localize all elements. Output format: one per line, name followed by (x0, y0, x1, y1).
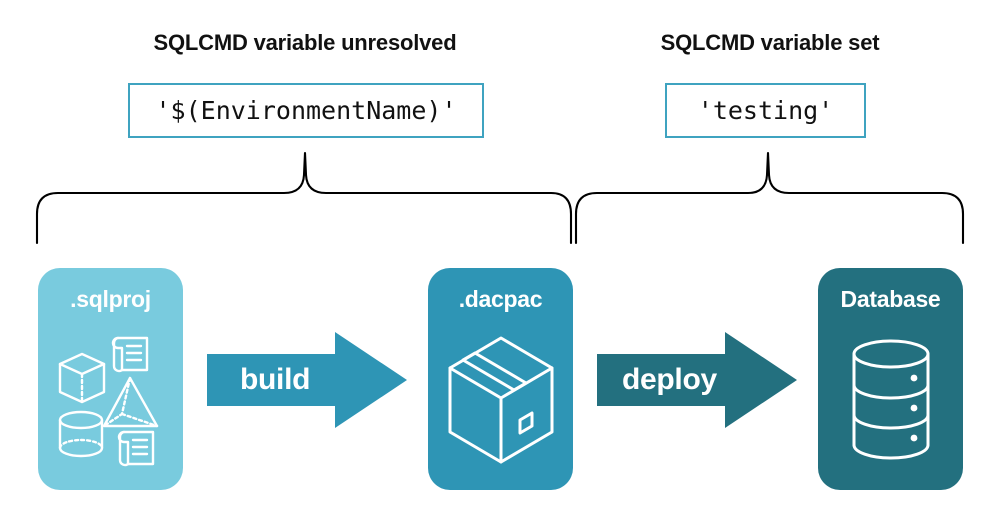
arrow-label-deploy: deploy (622, 363, 717, 396)
cylinder-icon (58, 410, 103, 458)
pyramid-icon (102, 376, 158, 428)
stage-box-sqlproj: .sqlproj (38, 268, 183, 490)
stage-label-database: Database (840, 286, 941, 312)
stage-label-sqlproj: .sqlproj (70, 286, 151, 312)
arrow-build-shape (207, 332, 407, 428)
sqlproj-icon-group (58, 336, 158, 467)
code-box-set-variable: 'testing' (665, 83, 866, 138)
brace-right-icon (574, 151, 965, 245)
dacpac-artwork (428, 313, 573, 490)
code-box-unresolved-variable: '$(EnvironmentName)' (128, 83, 484, 138)
arrow-label-build: build (240, 363, 311, 396)
arrow-deploy (597, 332, 797, 428)
cube-icon (58, 352, 105, 404)
package-box-icon (448, 336, 553, 463)
section-title-right: SQLCMD variable set (660, 30, 880, 55)
database-cylinder-icon (852, 339, 929, 459)
stage-label-dacpac: .dacpac (458, 286, 543, 312)
sqlproj-artwork (38, 313, 183, 490)
scroll-icon (111, 336, 148, 373)
database-artwork (818, 313, 963, 490)
arrow-deploy-shape (597, 332, 797, 428)
scroll-icon (117, 430, 154, 467)
brace-left-icon (35, 151, 573, 245)
stage-box-dacpac: .dacpac (428, 268, 573, 490)
arrow-build (207, 332, 407, 428)
section-title-left: SQLCMD variable unresolved (153, 30, 457, 55)
stage-box-database: Database (818, 268, 963, 490)
database-status-dots (910, 374, 917, 441)
